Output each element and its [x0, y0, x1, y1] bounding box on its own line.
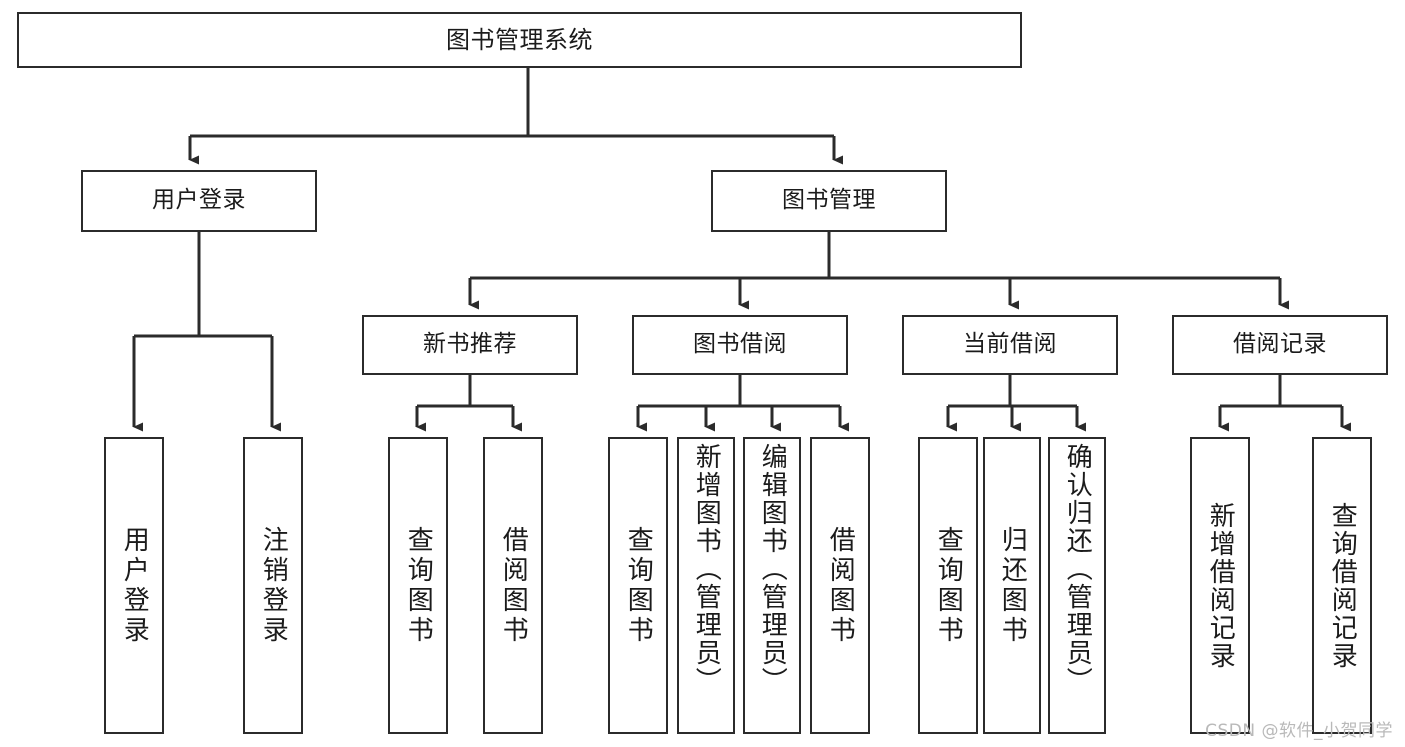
leaf-query-book-borrow[interactable]: 查询图书 [608, 437, 668, 734]
leaf-query-borrow-record[interactable]: 查询借阅记录 [1312, 437, 1372, 734]
leaf-query-book-recommend[interactable]: 查询图书 [388, 437, 448, 734]
node-label: 新书推荐 [423, 331, 517, 358]
leaf-query-book-current[interactable]: 查询图书 [918, 437, 978, 734]
leaf-confirm-return-admin[interactable]: 确认归还（管理员） [1048, 437, 1106, 734]
leaf-borrow-book-borrow[interactable]: 借阅图书 [810, 437, 870, 734]
leaf-user-login[interactable]: 用户登录 [104, 437, 164, 734]
node-book-management[interactable]: 图书管理 [711, 170, 947, 232]
node-label: 用户登录 [119, 525, 150, 646]
node-book-borrow[interactable]: 图书借阅 [632, 315, 848, 375]
leaf-borrow-book-recommend[interactable]: 借阅图书 [483, 437, 543, 734]
node-label: 确认归还（管理员） [1062, 443, 1093, 695]
leaf-add-book-admin[interactable]: 新增图书（管理员） [677, 437, 735, 734]
node-current-borrow[interactable]: 当前借阅 [902, 315, 1118, 375]
node-label: 归还图书 [997, 525, 1028, 646]
node-new-book-recommend[interactable]: 新书推荐 [362, 315, 578, 375]
node-label: 借阅图书 [825, 525, 856, 646]
node-label: 图书管理 [782, 187, 876, 214]
node-label: 查询图书 [933, 525, 964, 646]
leaf-edit-book-admin[interactable]: 编辑图书（管理员） [743, 437, 801, 734]
node-label: 注销登录 [258, 525, 289, 646]
node-label: 图书管理系统 [446, 25, 593, 54]
node-label: 借阅图书 [498, 525, 529, 646]
node-borrow-record[interactable]: 借阅记录 [1172, 315, 1388, 375]
node-label: 查询图书 [623, 525, 654, 646]
node-label: 编辑图书（管理员） [757, 443, 788, 695]
leaf-add-borrow-record[interactable]: 新增借阅记录 [1190, 437, 1250, 734]
leaf-return-book[interactable]: 归还图书 [983, 437, 1041, 734]
node-label: 图书借阅 [693, 331, 787, 358]
node-label: 用户登录 [152, 187, 246, 214]
node-root-book-management-system[interactable]: 图书管理系统 [17, 12, 1022, 68]
csdn-watermark: CSDN @软件_小贺同学 [1205, 721, 1393, 741]
node-label: 借阅记录 [1233, 331, 1327, 358]
node-label: 新增借阅记录 [1205, 501, 1236, 670]
node-label: 当前借阅 [963, 331, 1057, 358]
node-label: 查询借阅记录 [1327, 501, 1358, 670]
node-user-login[interactable]: 用户登录 [81, 170, 317, 232]
node-label: 新增图书（管理员） [691, 443, 722, 695]
leaf-logout-login[interactable]: 注销登录 [243, 437, 303, 734]
node-label: 查询图书 [403, 525, 434, 646]
